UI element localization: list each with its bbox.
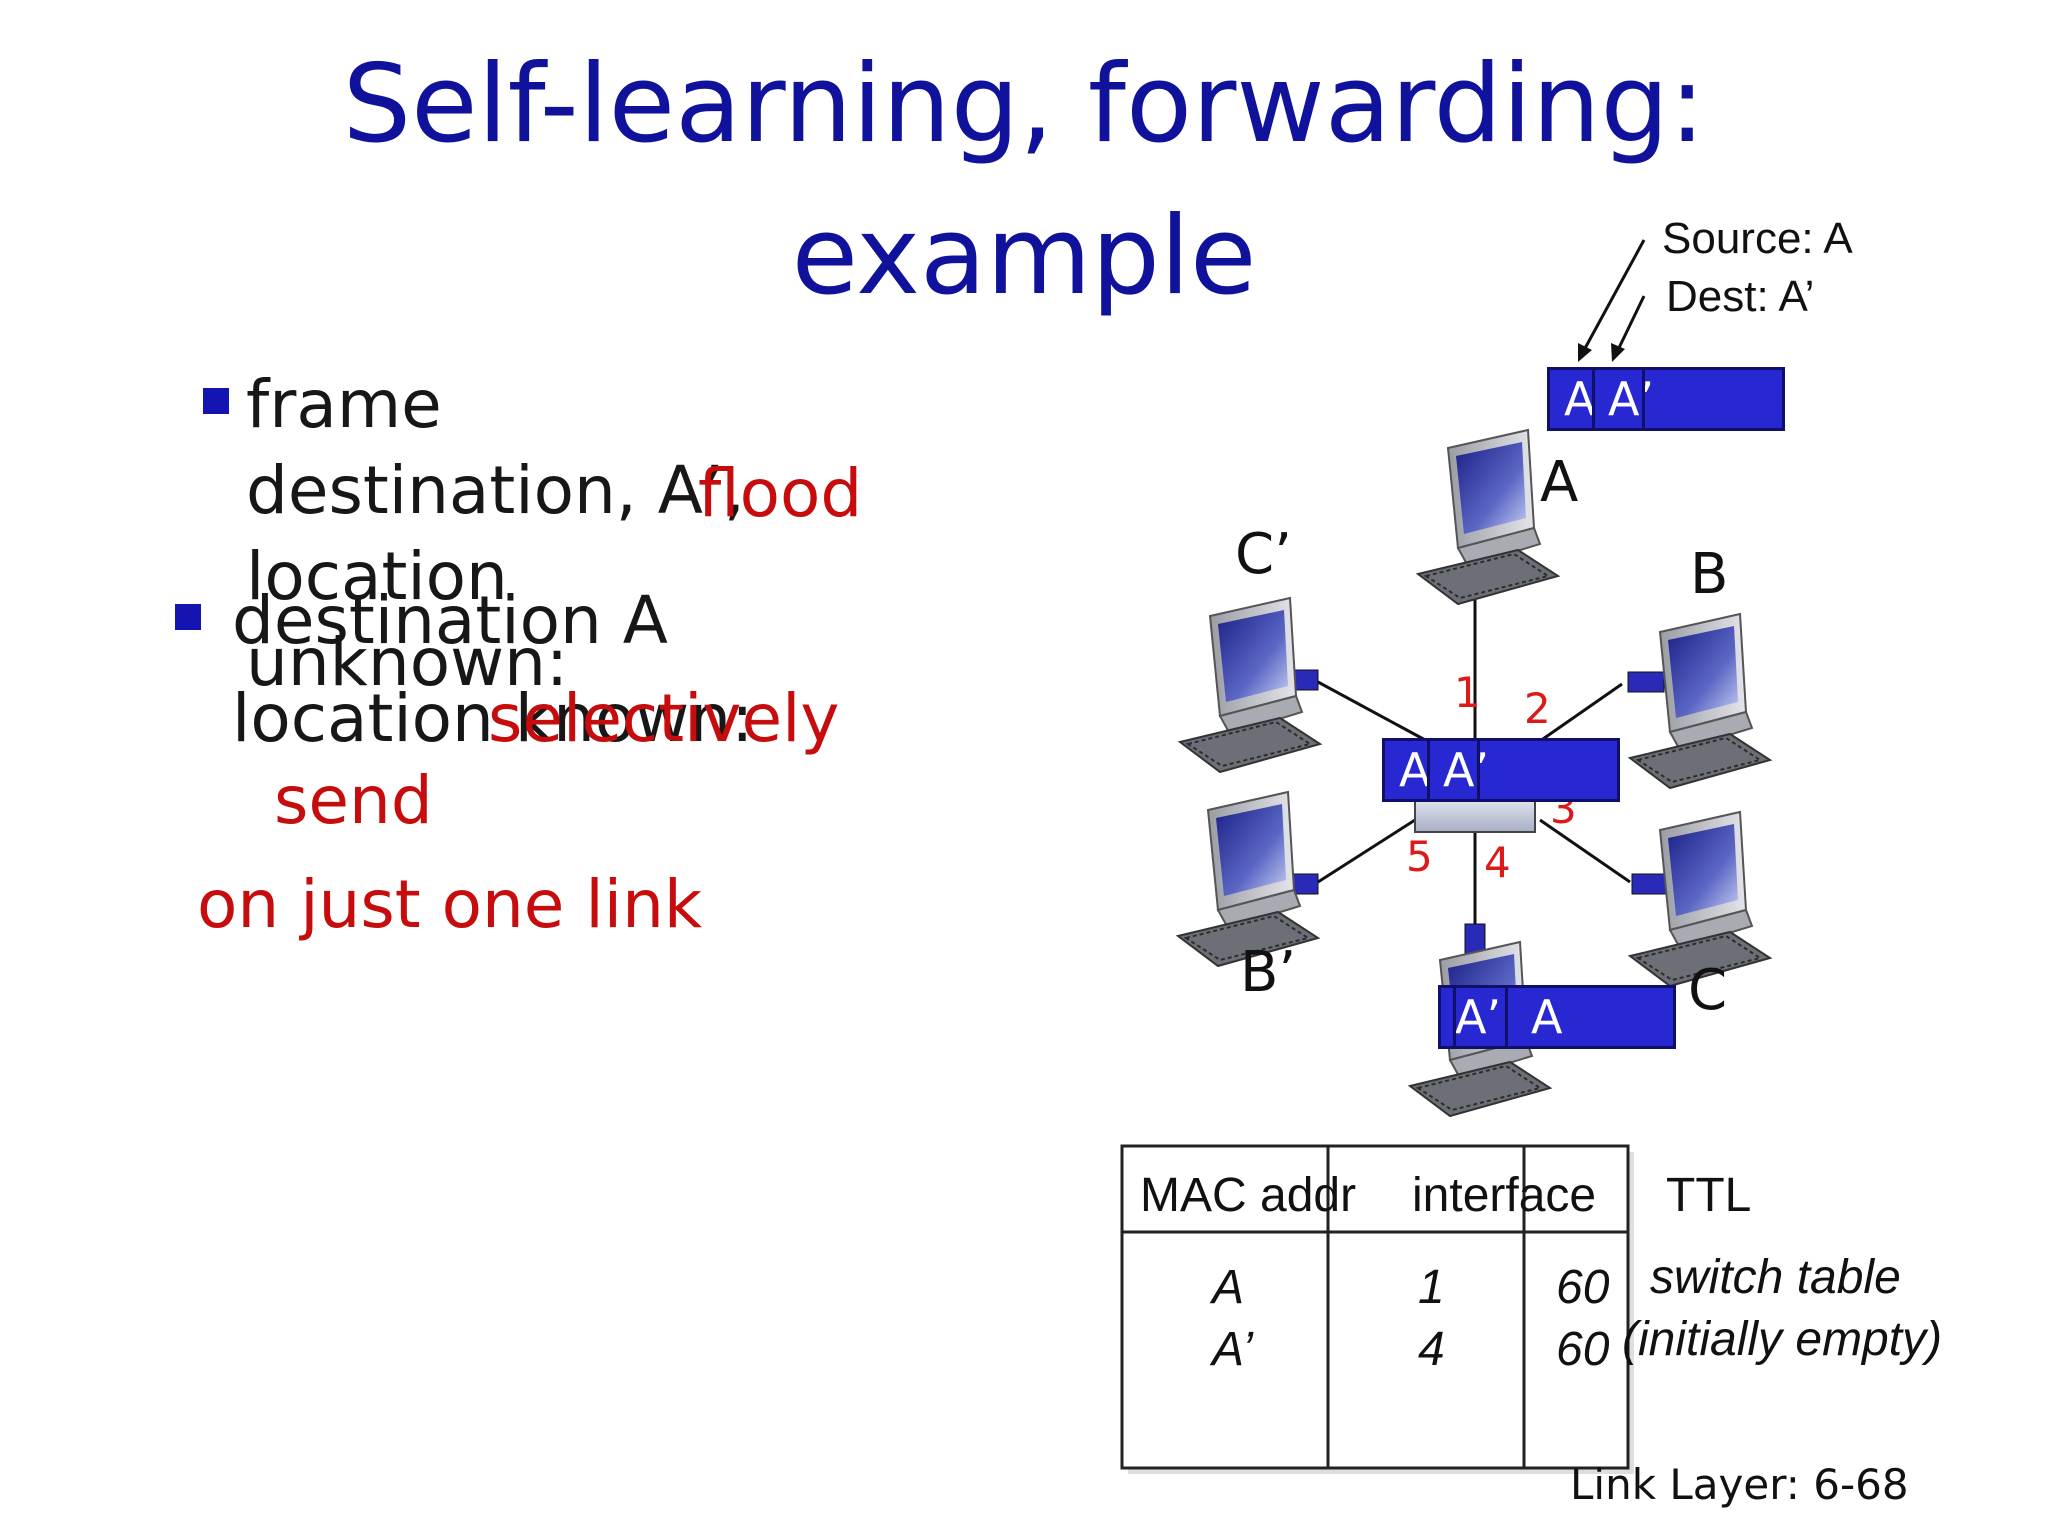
port-1-label: 1 — [1454, 668, 1481, 717]
host-a-computer-icon — [1417, 429, 1559, 605]
bullet2-line1: destination A — [232, 582, 668, 659]
bullet2-one-link: on just one link — [197, 866, 703, 943]
table-row-1-mac: A — [1212, 1261, 1245, 1314]
bullet1-line1: frame — [246, 366, 442, 443]
bullet-square-icon — [203, 388, 229, 414]
slide-footer: Link Layer: 6-68 — [1570, 1460, 1909, 1509]
table-caption-line2: (initially empty) — [1622, 1313, 1943, 1366]
host-b-prime-label: B’ — [1240, 940, 1297, 1005]
table-header-ttl: TTL — [1666, 1169, 1752, 1222]
frame-top-src: A — [1564, 372, 1596, 426]
host-c-prime-label: C’ — [1235, 522, 1292, 587]
switch-table-grid — [1120, 1144, 1634, 1474]
bullet2-line2: location known: — [232, 680, 754, 757]
table-row-1-iface: 1 — [1418, 1261, 1445, 1314]
host-b-computer-icon — [1629, 613, 1771, 789]
bullet1-flood: flood — [698, 455, 863, 532]
host-b-label: B — [1690, 542, 1729, 607]
table-header-interface: interface — [1412, 1169, 1597, 1222]
frame-top-dst: A’ — [1608, 372, 1655, 426]
frame-switch: A A’ — [1382, 738, 1620, 802]
bullet-square-icon — [175, 604, 201, 630]
bullet2-send: send — [274, 762, 433, 839]
link-5 — [1317, 818, 1416, 884]
source-annotation: Source: A — [1662, 214, 1853, 263]
bullet1-line3: location — [246, 538, 508, 615]
dest-annotation: Dest: A’ — [1666, 272, 1815, 321]
slide-title-line1: Self-learning, forwarding: — [342, 42, 1706, 167]
link-c-prime — [1317, 680, 1441, 750]
table-header-mac: MAC addr — [1140, 1169, 1357, 1222]
frame-switch-dst: A’ — [1443, 743, 1490, 797]
frame-top: A A’ — [1547, 367, 1785, 431]
bullet2-selectively: selectively — [488, 680, 840, 757]
link-2 — [1529, 682, 1623, 750]
table-row-2-mac: A’ — [1212, 1323, 1253, 1376]
frame-bottom-src: A — [1531, 990, 1563, 1044]
port-4-label: 4 — [1484, 838, 1511, 887]
bullet1-line2: destination, A’, — [246, 452, 745, 529]
bullet1-line4: unknown: — [246, 624, 569, 701]
link-3 — [1539, 818, 1631, 884]
table-caption-line1: switch table — [1650, 1251, 1901, 1304]
table-row-1-ttl: 60 — [1556, 1261, 1610, 1314]
port-5-label: 5 — [1406, 832, 1433, 881]
frame-switch-src: A — [1399, 743, 1431, 797]
frame-bottom: A’ A — [1438, 985, 1676, 1049]
host-a-label: A — [1540, 450, 1579, 515]
frame-bottom-dst: A’ — [1455, 990, 1502, 1044]
port-2-label: 2 — [1524, 684, 1551, 733]
host-c-label: C — [1688, 958, 1728, 1023]
slide-title-line2: example — [791, 194, 1257, 319]
table-row-2-ttl: 60 — [1556, 1323, 1610, 1376]
table-row-2-iface: 4 — [1418, 1323, 1445, 1376]
